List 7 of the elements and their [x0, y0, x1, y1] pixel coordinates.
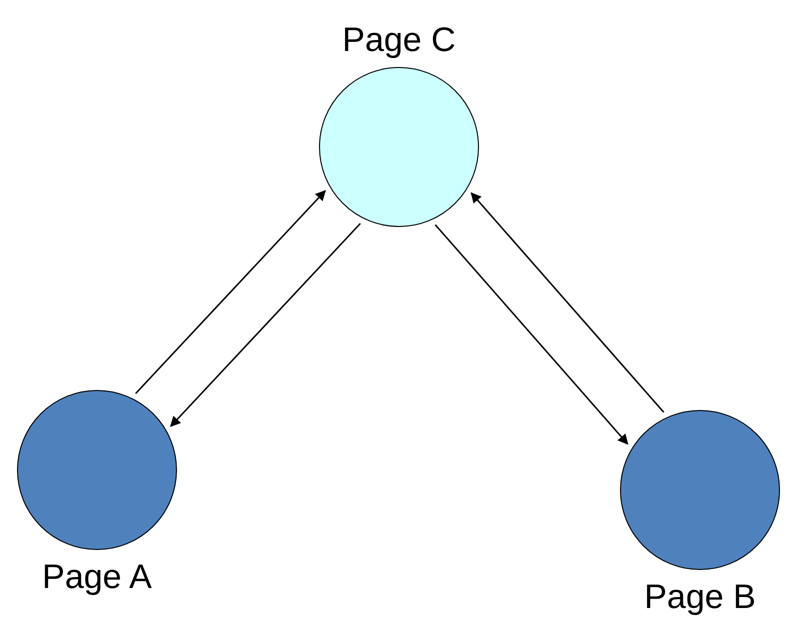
arrow — [135, 190, 326, 394]
arrow — [434, 224, 628, 445]
arrow — [170, 223, 361, 428]
page-label: Page C — [342, 23, 456, 57]
arrow — [470, 192, 664, 413]
page-label: Page B — [644, 580, 756, 614]
page-label: Page A — [42, 560, 152, 594]
